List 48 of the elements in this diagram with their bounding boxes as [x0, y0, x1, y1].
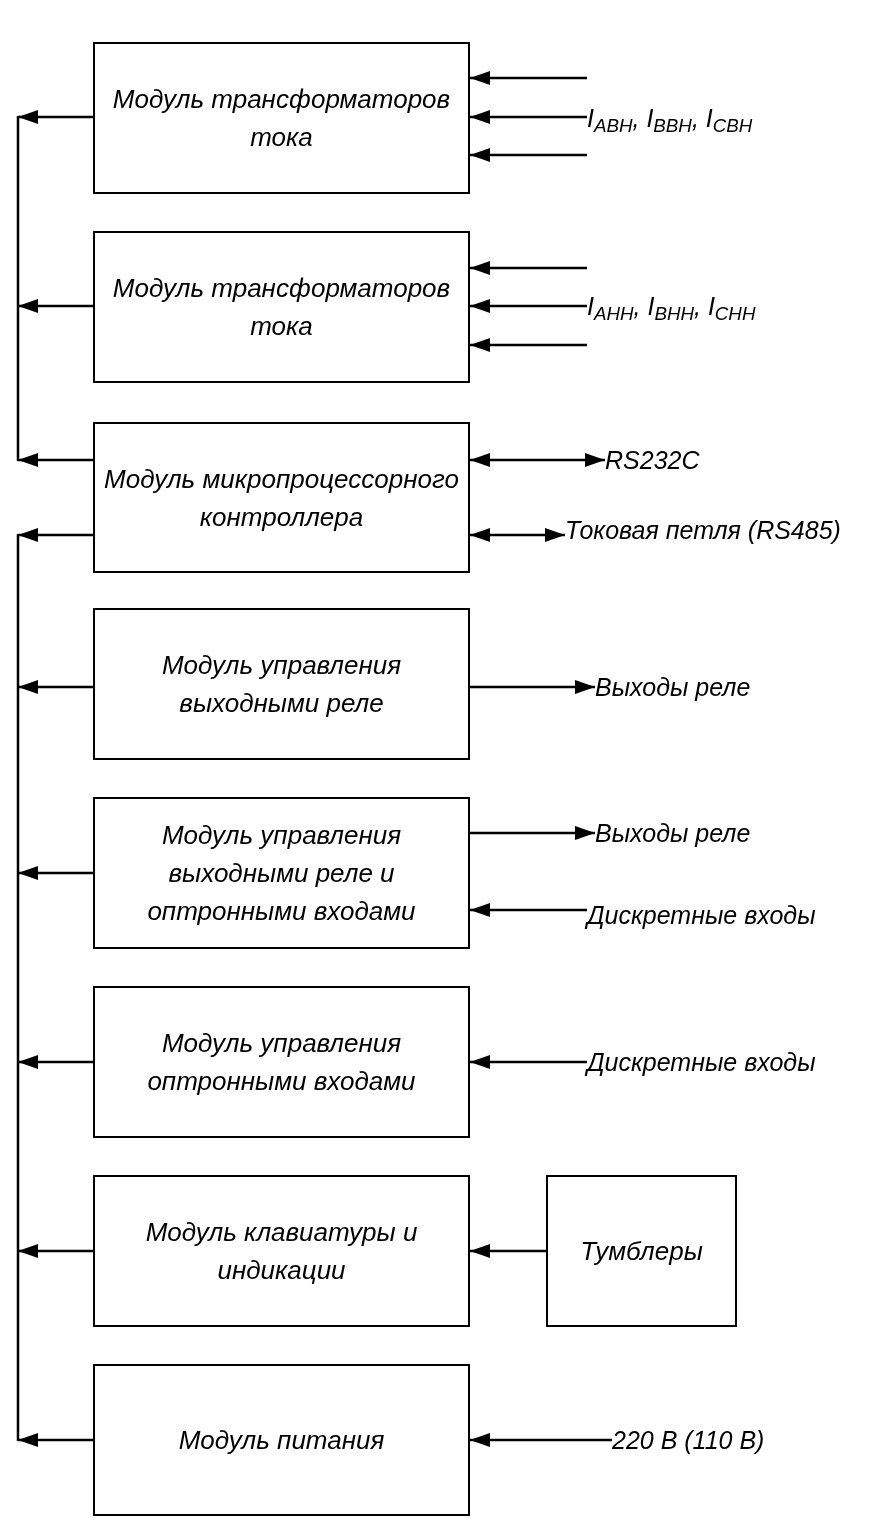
signal-label: Выходы реле — [595, 818, 752, 849]
module-label: Модуль управления выходными реле — [160, 649, 403, 720]
module-box — [93, 608, 470, 760]
arrow — [470, 1433, 612, 1447]
arrow — [18, 453, 93, 467]
signal-label: Токовая петля (RS485) — [565, 515, 842, 546]
module-label: Модуль трансформаторов тока — [111, 272, 452, 343]
module-box — [93, 42, 470, 194]
arrow — [470, 453, 605, 467]
module-box — [93, 1364, 470, 1516]
module-box — [93, 797, 470, 949]
arrow — [18, 866, 93, 880]
module-box — [93, 422, 470, 573]
module-box — [93, 231, 470, 383]
arrow — [470, 1055, 587, 1069]
arrow — [470, 148, 587, 162]
signal-label: I$_{AВН}$, I$_{BВН}$, I$_{CВН}$ — [587, 103, 754, 137]
signal-label: I$_{AНН}$, I$_{BНН}$, I$_{CНН}$ — [587, 291, 757, 325]
arrow — [470, 826, 595, 840]
arrow — [470, 680, 595, 694]
arrow — [18, 528, 93, 542]
arrow — [470, 528, 565, 542]
arrow — [470, 338, 587, 352]
signal-label: Выходы реле — [595, 672, 752, 703]
module-label: Модуль управления выходными реле и оптронными входами — [146, 819, 417, 928]
module-label: Тумблеры — [580, 1235, 703, 1268]
arrow — [18, 1433, 93, 1447]
arrow — [470, 903, 587, 917]
arrow — [470, 1244, 546, 1258]
module-label: Модуль трансформаторов тока — [111, 83, 452, 154]
signal-label: 220 В (110 В) — [612, 1425, 766, 1456]
arrow — [470, 299, 587, 313]
arrow — [18, 1244, 93, 1258]
module-label: Модуль питания — [178, 1424, 385, 1457]
module-box — [546, 1175, 737, 1327]
module-label: Модуль управления оптронными входами — [146, 1027, 417, 1098]
module-label: Модуль клавиатуры и индикации — [144, 1216, 419, 1287]
arrow — [18, 1055, 93, 1069]
arrow — [470, 71, 587, 85]
arrow — [18, 299, 93, 313]
module-box — [93, 986, 470, 1138]
signal-label: RS232C — [605, 445, 701, 476]
module-label: Модуль микропроцессорного контроллера — [103, 462, 460, 534]
arrow — [18, 680, 93, 694]
arrow — [470, 261, 587, 275]
arrow — [18, 110, 93, 124]
arrow — [470, 110, 587, 124]
module-box — [93, 1175, 470, 1327]
